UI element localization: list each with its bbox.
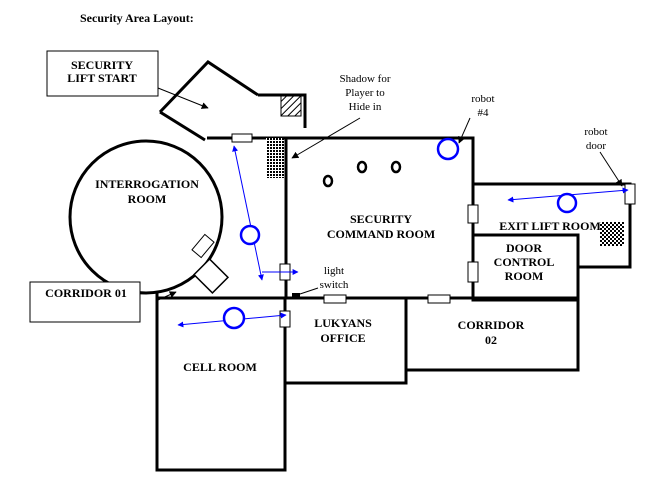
interrogation-label-1: INTERROGATION bbox=[95, 177, 199, 191]
corridor02-label-1: CORRIDOR bbox=[458, 318, 525, 332]
exit-lift-pad bbox=[600, 222, 624, 246]
door-control-label-3: ROOM bbox=[505, 269, 544, 283]
lift-start-wall-bottom bbox=[159, 110, 206, 142]
lift-start-label-2: LIFT START bbox=[67, 71, 137, 85]
corridor02-label-2: 02 bbox=[485, 333, 497, 347]
corridor01-callout-box bbox=[29, 281, 141, 323]
robot-exit-lift bbox=[556, 192, 578, 214]
door-control-label-2: CONTROL bbox=[494, 255, 555, 269]
exit-lift-walls bbox=[473, 182, 632, 269]
cell-room-label: CELL ROOM bbox=[183, 360, 257, 374]
robot-cell-room bbox=[222, 306, 246, 330]
room-labels: INTERROGATION ROOM SECURITY COMMAND ROOM… bbox=[45, 58, 601, 374]
annotation-labels: Shadow for Player to Hide in robot #4 ro… bbox=[320, 73, 608, 291]
door-corridor-top bbox=[231, 133, 253, 143]
command-room-fixtures bbox=[322, 160, 402, 188]
robot-door-leader bbox=[599, 151, 623, 187]
shadow-note-3: Hide in bbox=[349, 101, 382, 113]
interrogation-table bbox=[192, 257, 230, 295]
robot-door-note-2: door bbox=[586, 140, 607, 152]
robot-door-note-1: robot bbox=[584, 126, 607, 138]
robot-door bbox=[624, 183, 636, 205]
light-switch-note-2: switch bbox=[320, 279, 349, 291]
shadow-leader bbox=[291, 117, 361, 159]
interrogation-room bbox=[68, 139, 224, 295]
robots bbox=[222, 137, 578, 330]
lift-start-leader bbox=[157, 87, 209, 109]
lift-start-label-1: SECURITY bbox=[71, 58, 133, 72]
robot-path-corridor bbox=[232, 145, 264, 281]
stool bbox=[390, 160, 402, 174]
corridor01-leader bbox=[157, 291, 177, 301]
door-corridor02 bbox=[427, 294, 451, 304]
interrogation-door bbox=[191, 233, 215, 259]
corridor01-label: CORRIDOR 01 bbox=[45, 286, 127, 300]
stool bbox=[356, 160, 368, 174]
robot-4 bbox=[436, 137, 460, 161]
lift-start-callout-box bbox=[46, 50, 159, 97]
light-switch-leader bbox=[299, 287, 319, 295]
map-title: Security Area Layout: bbox=[80, 11, 194, 25]
interrogation-label-2: ROOM bbox=[128, 192, 167, 206]
command-room-label-1: SECURITY bbox=[350, 212, 412, 226]
stool bbox=[322, 174, 334, 188]
security-lift-pad bbox=[280, 95, 302, 117]
robot-corridor bbox=[239, 224, 261, 246]
shadow-note-2: Player to bbox=[345, 87, 385, 99]
lift-start-wall-top bbox=[158, 60, 259, 114]
door-lukyans-office bbox=[323, 294, 347, 304]
command-room-label-2: COMMAND ROOM bbox=[327, 227, 435, 241]
shadow-note-1: Shadow for bbox=[339, 73, 390, 85]
lift-start-wall-right bbox=[258, 93, 307, 128]
light-switch-note-1: light bbox=[324, 265, 344, 277]
shadow-hiding-spot bbox=[266, 138, 284, 178]
leaders bbox=[157, 87, 623, 301]
robot4-note-2: #4 bbox=[478, 107, 490, 119]
door-exit-lift bbox=[467, 204, 479, 224]
exit-lift-label: EXIT LIFT ROOM bbox=[499, 219, 601, 233]
robot4-leader bbox=[458, 117, 471, 144]
lukyans-label-1: LUKYANS bbox=[314, 316, 372, 330]
lukyans-label-2: OFFICE bbox=[320, 331, 365, 345]
light-switch bbox=[292, 293, 300, 299]
robot4-note-1: robot bbox=[471, 93, 494, 105]
door-control-room bbox=[467, 261, 479, 283]
cell-room-walls bbox=[155, 296, 287, 472]
door-cell-room bbox=[279, 310, 291, 328]
door-control-label-1: DOOR bbox=[506, 241, 542, 255]
